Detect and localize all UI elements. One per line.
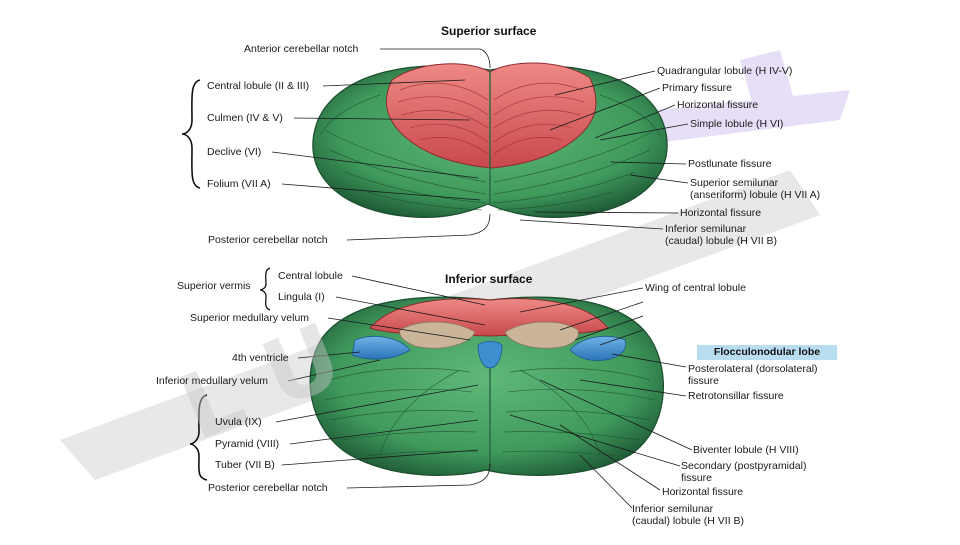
label-superior-semilunar-2: (anseriform) lobule (H VII A)	[690, 189, 821, 201]
inferior-green-folia	[324, 367, 656, 457]
flocculonodular-lobe-badge: Flocculonodular lobe	[697, 345, 837, 360]
label-superior-medullary-velum: Superior medullary velum	[190, 312, 310, 324]
flocculus-left	[351, 336, 411, 360]
label-pyramid: Pyramid (VIII)	[215, 438, 280, 450]
superior-red-folia	[397, 82, 585, 155]
label-superior-semilunar-1: Superior semilunar	[690, 177, 779, 189]
label-lingula: Lingula (I)	[278, 291, 325, 303]
inferior-cerebellum	[309, 296, 664, 476]
label-inferior-semilunar-inferior-2: (caudal) lobule (H VII B)	[632, 515, 745, 527]
label-inferior-medullary-velum: Inferior medullary velum	[156, 375, 269, 387]
inferior-surface-title: Inferior surface	[445, 272, 533, 286]
label-uvula: Uvula (IX)	[215, 416, 262, 428]
label-fourth-ventricle: 4th ventricle	[232, 352, 289, 364]
label-horizontal-fissure-superior-2: Horizontal fissure	[680, 207, 762, 219]
label-inferior-semilunar-superior-1: Inferior semilunar	[665, 223, 747, 235]
label-posterior-cerebellar-notch-inferior: Posterior cerebellar notch	[208, 482, 328, 494]
label-secondary-fissure-1: Secondary (postpyramidal)	[681, 460, 807, 472]
label-simple-lobule: Simple lobule (H VI)	[690, 118, 784, 130]
superior-cerebellum	[312, 62, 668, 218]
superior-surface-title: Superior surface	[441, 24, 537, 38]
label-folium: Folium (VII A)	[207, 178, 271, 190]
inferior-leader-lines	[275, 275, 693, 509]
brace-inferior-vermis	[189, 394, 208, 481]
label-declive: Declive (VI)	[207, 146, 262, 158]
brace-superior-vermis-lobules	[181, 79, 201, 189]
label-primary-fissure: Primary fissure	[662, 82, 733, 94]
label-inferior-semilunar-inferior-1: Inferior semilunar	[632, 503, 714, 515]
label-posterolateral-fissure-1: Posterolateral (dorsolateral)	[688, 363, 818, 375]
label-horizontal-fissure-superior: Horizontal fissure	[677, 99, 759, 111]
superior-green-folia	[319, 94, 661, 211]
label-inferior-semilunar-superior-2: (caudal) lobule (H VII B)	[665, 235, 778, 247]
label-posterior-cerebellar-notch-superior: Posterior cerebellar notch	[208, 234, 328, 246]
label-central-lobule-inferior: Central lobule	[278, 270, 343, 282]
label-postlunate-fissure: Postlunate fissure	[688, 158, 772, 170]
label-anterior-cerebellar-notch: Anterior cerebellar notch	[244, 43, 359, 55]
label-biventer-lobule: Biventer lobule (H VIII)	[693, 444, 799, 456]
superior-leader-lines	[271, 48, 689, 241]
label-posterolateral-fissure-2: fissure	[688, 375, 719, 387]
label-tuber: Tuber (VII B)	[215, 459, 275, 471]
label-central-lobule: Central lobule (II & III)	[207, 80, 310, 92]
brace-superior-vermis	[259, 267, 271, 311]
label-secondary-fissure-2: fissure	[681, 472, 712, 484]
label-wing-of-central-lobule: Wing of central lobule	[645, 282, 746, 294]
superior-vermis-red	[385, 62, 597, 169]
label-quadrangular-lobule: Quadrangular lobule (H IV-V)	[657, 65, 793, 77]
label-retrotonsillar-fissure: Retrotonsillar fissure	[688, 390, 784, 402]
label-culmen: Culmen (IV & V)	[207, 112, 283, 124]
label-superior-vermis: Superior vermis	[177, 280, 251, 292]
flocculus-right	[569, 336, 627, 361]
nodulus	[477, 340, 503, 369]
label-horizontal-fissure-inferior: Horizontal fissure	[662, 486, 744, 498]
